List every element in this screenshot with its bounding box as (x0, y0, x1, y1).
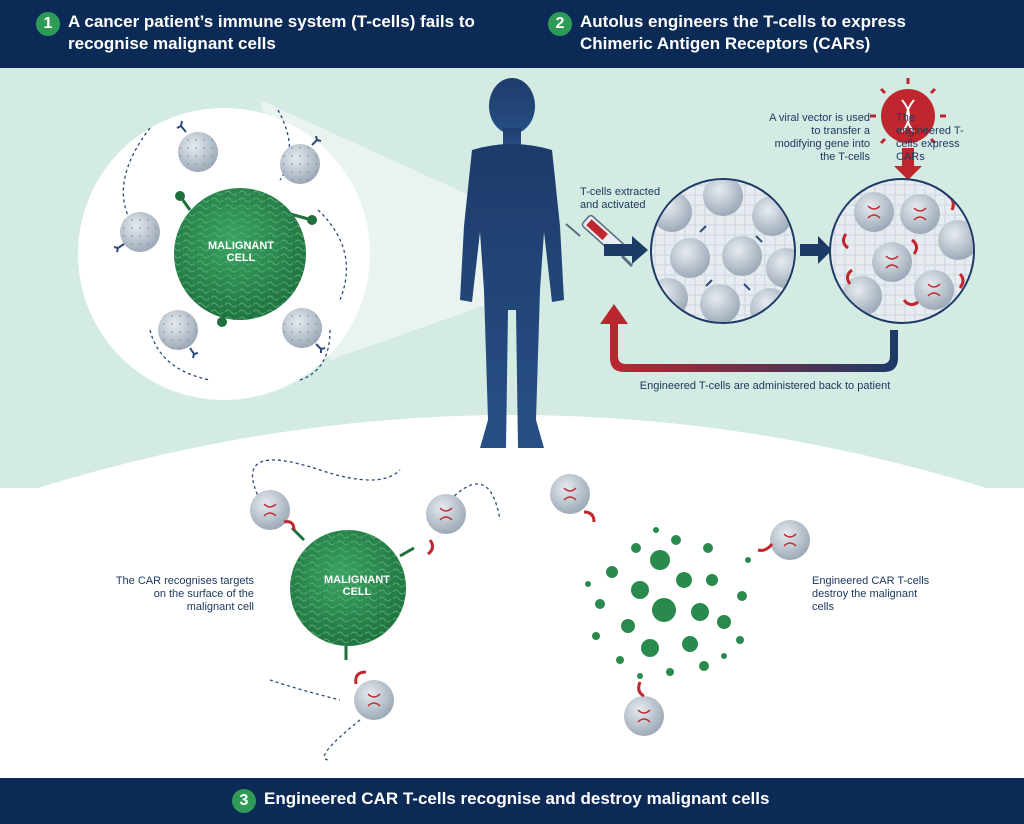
extracted-label: T-cells extracted and activated (580, 186, 661, 211)
step-2-badge: 2 (548, 12, 572, 36)
car-tcells-destroying (550, 474, 810, 736)
viral-vector-icon (870, 78, 946, 154)
viral-vector-label: A viral vector is used to transfer a mod… (769, 112, 870, 163)
patient-silhouette (460, 78, 564, 448)
dashed-threads-bottom (251, 459, 501, 761)
arrow-vector-down (894, 148, 922, 180)
step-1-text: A cancer patient’s immune system (T-cell… (68, 12, 475, 53)
step-3-badge: 3 (232, 789, 256, 813)
step-3-text: Engineered CAR T-cells recognise and des… (264, 789, 770, 808)
step-2-text: Autolus engineers the T-cells to express… (580, 12, 906, 53)
step-3: 3 Engineered CAR T-cells recognise and d… (232, 788, 769, 813)
arrow-to-circle2 (800, 236, 832, 264)
destroyed-malignant-cell (585, 527, 751, 679)
tcells-zoom (113, 120, 326, 359)
malignant-cell-2 (290, 526, 415, 660)
engineered-tcells-circle (829, 178, 975, 324)
malignant-cell-label-1: MALIGNANT CELL (208, 240, 274, 264)
malignant-cell-1 (174, 188, 317, 327)
destroy-label: Engineered CAR T-cells destroy the malig… (812, 575, 930, 613)
header-bar: 1 A cancer patient’s immune system (T-ce… (0, 0, 1024, 68)
footer-bar: 3 Engineered CAR T-cells recognise and d… (0, 778, 1024, 824)
step-1-badge: 1 (36, 12, 60, 36)
car-tcells-binding (250, 490, 466, 720)
step-2: 2 Autolus engineers the T-cells to expre… (548, 11, 980, 55)
car-recognises-label: The CAR recognises targets on the surfac… (115, 575, 254, 613)
arrow-to-circle1 (604, 236, 648, 264)
malignant-cell-label-2: MALIGNANT CELL (324, 574, 390, 598)
step-1: 1 A cancer patient’s immune system (T-ce… (36, 11, 478, 55)
administered-label: Engineered T-cells are administered back… (639, 380, 891, 392)
express-cars-label: The engineered T-cells express CARs (896, 112, 964, 163)
return-loop-arrow (600, 304, 898, 372)
